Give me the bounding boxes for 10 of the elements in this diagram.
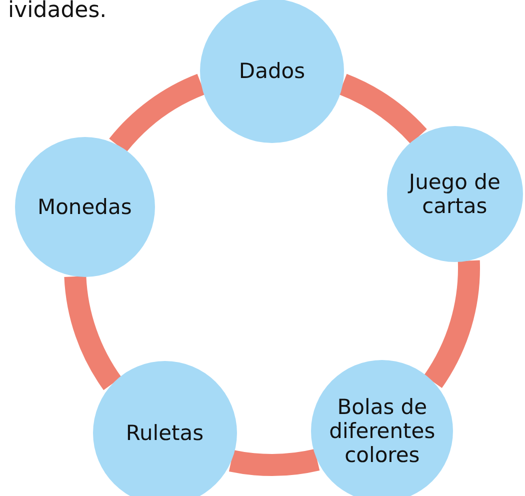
circle-label: Ruletas [124,421,205,446]
ring-segment [230,448,320,476]
ring-segment [424,260,480,388]
ring-segment [338,74,426,144]
ring-segment [64,275,122,390]
circle-label: Dados [238,58,306,84]
circle-label: Bolas de diferentes colores [328,395,436,468]
circle-label: Monedas [36,195,133,220]
heading-fragment: ividades. [8,0,107,22]
circle-label: Juego de cartas [406,170,502,218]
